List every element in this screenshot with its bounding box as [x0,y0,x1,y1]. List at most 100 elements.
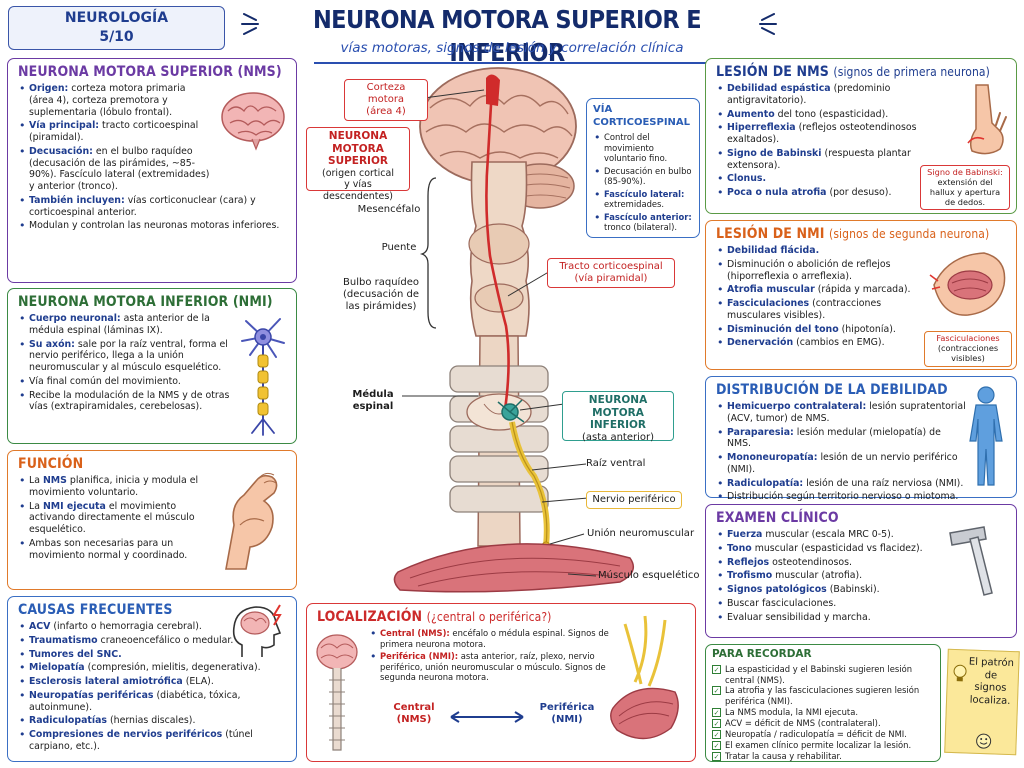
distribucion-panel: DISTRIBUCIÓN DE LA DEBILIDAD Hemicuerpo … [705,376,1017,504]
nms-box-title: NEURONA MOTORA SUPERIOR [328,130,388,168]
corteza-motora-label: Corteza motora (área 4) [344,79,428,121]
checkbox-icon: ✓ [712,719,721,729]
nmi-box-title: NEURONA MOTORA INFERIOR [588,394,648,432]
distribucion-title: DISTRIBUCIÓN DE LA DEBILIDAD [716,382,948,398]
list-item: Su axón: sale por la raíz ventral, forma… [18,338,233,374]
causas-panel-title: CAUSAS FRECUENTES [18,602,173,618]
list-item: Tumores del SNC. [18,648,293,661]
list-item: Control del movimiento voluntario fino. [593,131,694,164]
list-item: Modulan y controlan las neuronas motoras… [18,219,288,232]
title-deco-right [759,13,777,35]
list-item: Mielopatía (compresión, mielitis, degene… [18,661,293,674]
list-item: Fascículo anterior: tronco (bilateral). [593,211,694,233]
central-label: Central (NMS) [393,702,435,725]
arm-muscle-icon [929,252,1006,316]
subtitle-underline [314,62,710,64]
checklist-item: ✓El examen clínico permite localizar la … [712,740,912,751]
localizacion-panel: LOCALIZACIÓN (¿central o periférica?) Ce… [306,603,696,762]
checkbox-icon: ✓ [712,686,721,696]
list-item: Vía final común del movimiento. [18,375,233,388]
tracto-label: Tracto corticoespinal (vía piramidal) [547,258,675,288]
via-corticoespinal-panel: VÍA CORTICOESPINAL Control del movimient… [586,98,700,238]
list-item: Cuerpo neuronal: asta anterior de la méd… [18,312,233,337]
lightbulb-icon [953,664,967,682]
title-deco-left [241,13,259,35]
via-title: VÍA CORTICOESPINAL [593,104,691,128]
list-item: ACV (infarto o hemorragia cerebral). [18,620,293,633]
recordar-title: PARA RECORDAR [712,648,812,660]
header-badge: NEUROLOGÍA 5/10 [8,6,225,50]
central-anatomy-diagram [393,67,635,593]
list-item: Paraparesia: lesión medular (mielopatía)… [716,426,966,451]
checkbox-icon: ✓ [712,664,721,674]
list-item: Fascículo lateral: extremidades. [593,188,694,210]
nmi-box-sub: (asta anterior) [581,431,655,443]
funcion-panel: FUNCIÓN La NMS planifica, inicia y modul… [7,450,297,590]
list-item: Trofismo muscular (atrofia). [716,569,951,582]
checklist-item: ✓La espasticidad y el Babinski sugieren … [712,663,912,685]
list-item: Mononeuropatía: lesión de un nervio peri… [716,451,966,476]
nms-panel-title: NEURONA MOTORA SUPERIOR (NMS) [18,64,282,80]
list-item: Decusación en bulbo (85-90%). [593,165,694,187]
mesencefalo-label: Mesencéfalo [357,204,421,215]
list-item: Poca o nula atrofia (por desuso). [716,186,951,199]
list-item: Evaluar sensibilidad y marcha. [716,611,951,624]
bulbo-label: Bulbo raquídeo (decusación de las pirámi… [343,277,419,312]
lesion-nms-panel: LESIÓN DE NMS (signos de primera neurona… [705,58,1017,214]
list-item: La NMI ejecuta el movimiento activando d… [18,500,213,536]
nmi-box: NEURONA MOTORA INFERIOR (asta anterior) [562,391,674,443]
list-item: Denervación (cambios en EMG). [716,336,931,349]
list-item: Signos patológicos (Babinski). [716,583,951,596]
list-item: Compresiones de nervios periféricos (tún… [18,728,293,753]
list-item: Recibe la modulación de la NMS y de otra… [18,389,233,414]
musculo-label: Músculo esquelético [598,570,700,581]
medula-label: Médula espinal [352,389,394,412]
list-item: Vía principal: tracto corticoespinal (pi… [18,119,213,144]
double-arrow-icon [450,711,524,723]
list-item: Clonus. [716,172,951,185]
sticky-note: El patrón de signos localiza. [944,648,1020,756]
union-nm-label: Unión neuromuscular [587,528,695,539]
list-item: Traumatismo craneoencefálico o medular. [18,634,293,647]
list-item: Disminución del tono (hipotonía). [716,323,931,336]
reflex-hammer-icon [949,526,993,596]
puente-label: Puente [381,242,417,253]
fasciculaciones-note: Fasciculaciones (contracciones visibles) [924,331,1012,367]
checkbox-icon: ✓ [712,752,721,762]
nms-box-sub: (origen cortical y vías descendentes) [322,167,394,202]
page-title: NEURONA MOTORA SUPERIOR E INFERIOR [312,5,702,67]
list-item: Origen: corteza motora primaria (área 4)… [18,82,213,118]
list-item: Hemicuerpo contralateral: lesión suprate… [716,400,966,425]
list-item: Debilidad espástica (predominio antigrav… [716,82,951,107]
list-item: Tono muscular (espasticidad vs flacidez)… [716,542,951,555]
list-item: Neuropatías periféricas (diabética, tóxi… [18,689,293,714]
nerve-muscle-icon [610,615,679,740]
causas-panel: CAUSAS FRECUENTES ACV (infarto o hemorra… [7,596,297,762]
recordar-panel: PARA RECORDAR ✓La espasticidad y el Babi… [705,644,941,762]
nms-panel: NEURONA MOTORA SUPERIOR (NMS) Origen: co… [7,58,297,283]
list-item: Atrofia muscular (rápida y marcada). [716,283,931,296]
localizacion-title: LOCALIZACIÓN (¿central o periférica?) [317,609,552,625]
small-brain-spine-icon [316,634,358,751]
list-item: Distribución según territorio nervioso o… [716,490,966,503]
lesion-nmi-title: LESIÓN DE NMI (signos de segunda neurona… [716,226,990,242]
babinski-note: Signo de Babinski: extensión del hallux … [920,165,1010,211]
periferica-label: Periférica (NMI) [539,702,595,725]
raiz-ventral-label: Raíz ventral [586,458,646,469]
list-item: La NMS planifica, inicia y modula el mov… [18,474,213,499]
list-item: Reflejos osteotendinosos. [716,556,951,569]
checklist-item: ✓Neuropatía / radiculopatía = déficit de… [712,729,907,740]
checkbox-icon: ✓ [712,730,721,740]
checkbox-icon: ✓ [712,741,721,751]
muscle-illustration [393,543,635,593]
list-item: Aumento del tono (espasticidad). [716,108,951,121]
nmi-panel-title: NEURONA MOTORA INFERIOR (NMI) [18,294,273,310]
checklist-item: ✓La atrofia y las fasciculaciones sugier… [712,685,920,707]
badge-line2: 5/10 [99,29,134,45]
list-item: Radiculopatías (hernias discales). [18,714,293,727]
examen-panel: EXAMEN CLÍNICO Fuerza muscular (escala M… [705,504,1017,638]
nervio-periferico-label: Nervio periférico [586,491,682,509]
head-lightning-icon [232,604,282,657]
brain-icon [221,92,285,151]
badge-line1: NEUROLOGÍA [64,10,169,26]
